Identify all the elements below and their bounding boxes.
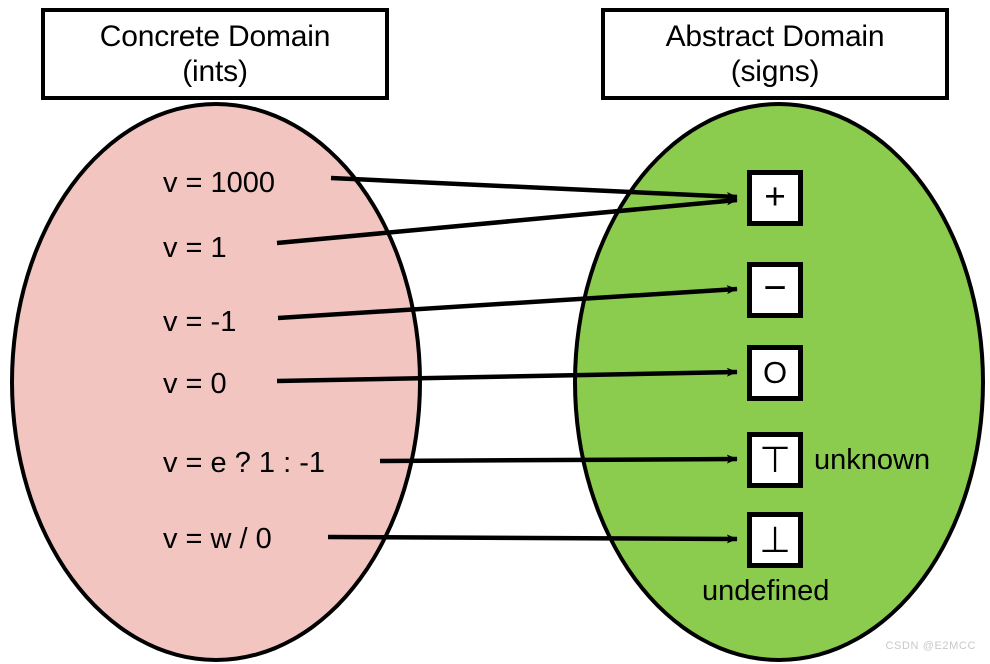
concrete-domain-ellipse bbox=[10, 102, 422, 662]
arrow-1000-to-plus bbox=[330, 175, 738, 202]
sign-box-positive: + bbox=[747, 170, 803, 226]
sign-box-top: ⊤ bbox=[747, 432, 803, 488]
watermark-text: CSDN @E2MCC bbox=[885, 640, 976, 652]
sign-box-bottom: ⊥ bbox=[747, 512, 803, 568]
concrete-domain-title: Concrete Domain bbox=[99, 20, 331, 53]
concrete-value-neg1: v = -1 bbox=[163, 306, 237, 338]
concrete-domain-subtitle: (ints) bbox=[182, 55, 248, 89]
abstract-domain-title: Abstract Domain bbox=[665, 20, 885, 53]
concrete-value-1000: v = 1000 bbox=[163, 167, 276, 199]
concrete-domain-header: Concrete Domain (ints) bbox=[41, 8, 389, 100]
annotation-undefined: undefined bbox=[702, 575, 830, 607]
sign-box-negative: − bbox=[747, 262, 803, 318]
sign-box-zero: O bbox=[747, 345, 803, 401]
concrete-value-div0: v = w / 0 bbox=[163, 523, 272, 555]
concrete-value-1: v = 1 bbox=[163, 232, 227, 264]
arrow-ternary-to-top bbox=[379, 454, 738, 464]
abstract-domain-header: Abstract Domain (signs) bbox=[601, 8, 949, 100]
annotation-unknown: unknown bbox=[814, 444, 931, 476]
arrow-0-to-zero bbox=[276, 367, 738, 384]
arrow-div0-to-bottom bbox=[327, 534, 738, 544]
arrow-1-to-plus bbox=[276, 196, 738, 246]
concrete-value-ternary: v = e ? 1 : -1 bbox=[163, 447, 326, 479]
arrow-neg1-to-minus bbox=[277, 285, 738, 321]
concrete-value-0: v = 0 bbox=[163, 368, 227, 400]
abstract-domain-subtitle: (signs) bbox=[730, 55, 820, 89]
